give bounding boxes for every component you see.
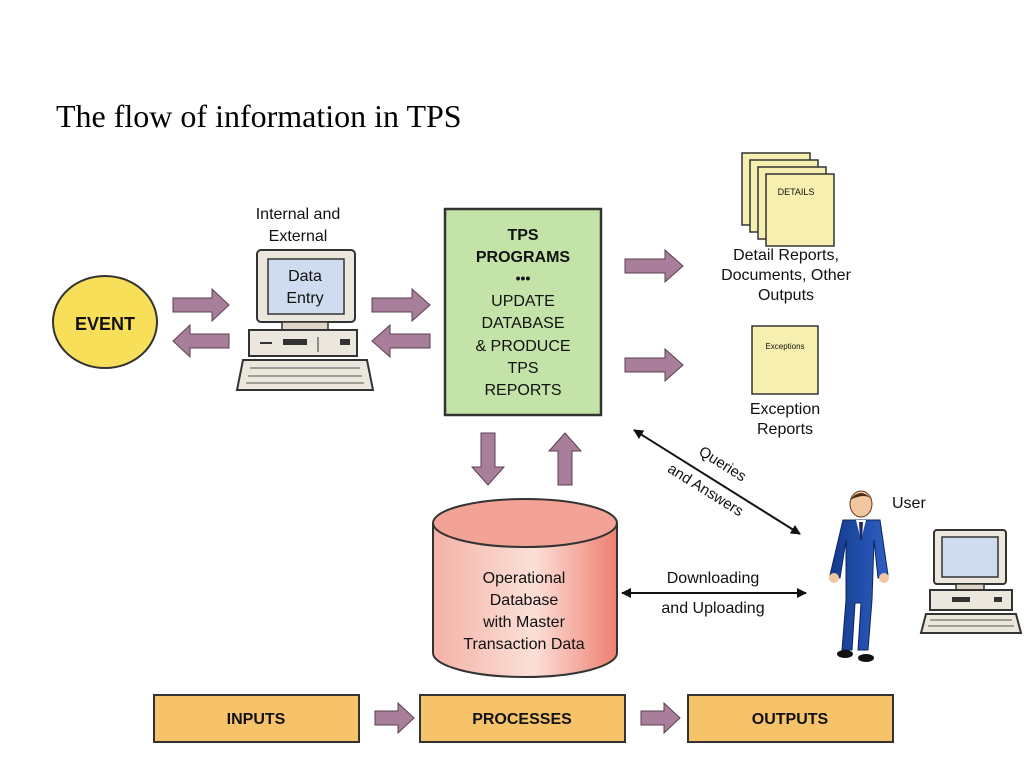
download-line2: and Uploading: [661, 600, 764, 617]
tps-line1: TPS: [507, 227, 538, 244]
outputs-label: OUTPUTS: [752, 711, 829, 728]
user-computer: [919, 529, 1023, 634]
detail-doc-tag: DETAILS: [778, 187, 815, 197]
processes-label: PROCESSES: [472, 711, 572, 728]
user-label: User: [892, 495, 926, 512]
database-line2: Database: [490, 592, 559, 609]
queries-answers-arrow: [633, 429, 801, 535]
terminal-screen-line2: Entry: [286, 290, 323, 307]
database-line4: Transaction Data: [463, 636, 584, 653]
event-label: EVENT: [75, 314, 135, 334]
data-entry-terminal: Data Entry: [235, 249, 375, 391]
database-line1: Operational: [483, 570, 566, 587]
tps-line6: TPS: [507, 360, 538, 377]
tps-to-terminal-arrow: [371, 323, 431, 359]
tps-to-database-arrow: [470, 432, 506, 486]
tps-line5: & PRODUCE: [475, 338, 570, 355]
event-to-terminal-arrow: [172, 287, 230, 323]
terminal-caption-line2: External: [269, 228, 328, 245]
database-to-tps-arrow: [547, 432, 583, 486]
user-figure: [829, 490, 889, 662]
terminal-screen: [267, 258, 345, 315]
terminal-to-tps-arrow: [371, 287, 431, 323]
download-line1: Downloading: [667, 570, 760, 587]
processes-box: PROCESSES: [419, 694, 626, 743]
operational-database: Operational Database with Master Transac…: [432, 498, 618, 678]
detail-caption-line2: Documents, Other: [721, 267, 852, 284]
event-node: EVENT: [52, 275, 158, 369]
tps-dots: •••: [516, 270, 531, 286]
processes-to-outputs-arrow: [640, 701, 681, 735]
tps-to-exception-arrow: [624, 347, 684, 383]
slide-title: The flow of information in TPS: [56, 98, 462, 134]
terminal-screen-line1: Data: [288, 268, 322, 285]
inputs-label: INPUTS: [227, 711, 286, 728]
exception-caption-line2: Reports: [757, 421, 813, 438]
tps-line2: PROGRAMS: [476, 249, 571, 266]
outputs-box: OUTPUTS: [687, 694, 894, 743]
inputs-box: INPUTS: [153, 694, 360, 743]
tps-programs-box: TPS PROGRAMS ••• UPDATE DATABASE & PRODU…: [443, 207, 603, 417]
database-line3: with Master: [482, 614, 565, 631]
terminal-caption-line1: Internal and: [256, 206, 341, 223]
exception-report-document: Exceptions: [751, 325, 819, 395]
tps-line7: REPORTS: [484, 382, 561, 399]
detail-reports-documents: DETAILS: [741, 152, 835, 247]
exception-doc-tag: Exceptions: [765, 342, 804, 351]
tps-to-detail-arrow: [624, 248, 684, 284]
inputs-to-processes-arrow: [374, 701, 415, 735]
exception-caption-line1: Exception: [750, 401, 820, 418]
tps-line3: UPDATE: [491, 293, 555, 310]
terminal-to-event-arrow: [172, 323, 230, 359]
detail-caption-line1: Detail Reports,: [733, 247, 839, 264]
detail-caption-line3: Outputs: [758, 287, 814, 304]
tps-line4: DATABASE: [482, 315, 565, 332]
